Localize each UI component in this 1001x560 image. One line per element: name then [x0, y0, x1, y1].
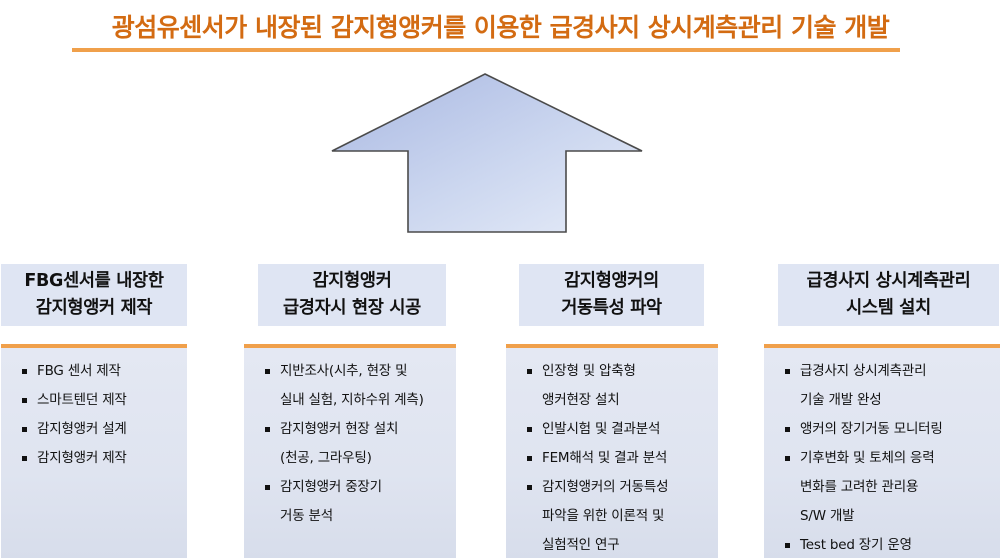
list-item: Test bed 장기 운영 — [764, 531, 1000, 560]
list-item: 기후변화 및 토체의 응력 — [764, 444, 1000, 473]
column-list-2: 지반조사(시추, 현장 및 실내 실험, 지하수위 계측) 감지형앵커 현장 설… — [244, 348, 456, 531]
list-item: 감지형앵커 현장 설치 — [244, 415, 456, 444]
list-item: 앵커현장 설치 — [542, 392, 620, 408]
column-header-3: 감지형앵커의 거동특성 파악 — [519, 264, 704, 326]
list-item: 급경사지 상시계측관리 — [764, 357, 1000, 386]
column-header-line: 급경사지 상시계측관리 — [806, 271, 971, 291]
column-header-line: 시스템 설치 — [846, 298, 931, 318]
list-item: 인발시험 및 결과분석 — [506, 415, 718, 444]
list-item: FEM해석 및 결과 분석 — [506, 444, 718, 473]
list-item: FBG 센서 제작 — [1, 357, 187, 386]
list-item: (천공, 그라우팅) — [280, 450, 372, 466]
column-box-1: FBG 센서 제작 스마트텐던 제작 감지형앵커 설계 감지형앵커 제작 — [1, 344, 187, 558]
list-item: S/W 개발 — [800, 508, 855, 524]
list-item: 인장형 및 압축형 — [506, 357, 718, 386]
list-item: 감지형앵커 제작 — [1, 444, 187, 473]
list-item: 감지형앵커 설계 — [1, 415, 187, 444]
column-header-line: 급경자시 현장 시공 — [283, 298, 421, 318]
list-item: 앵커의 장기거동 모니터링 — [764, 415, 1000, 444]
list-item: 지반조사(시추, 현장 및 — [244, 357, 456, 386]
column-header-line: 감지형앵커 제작 — [35, 298, 153, 318]
column-box-4: 급경사지 상시계측관리 기술 개발 완성 앵커의 장기거동 모니터링 기후변화 … — [764, 344, 1000, 558]
column-list-1: FBG 센서 제작 스마트텐던 제작 감지형앵커 설계 감지형앵커 제작 — [1, 348, 187, 473]
page-title: 광섬유센서가 내장된 감지형앵커를 이용한 급경사지 상시계측관리 기술 개발 — [111, 13, 890, 42]
column-box-3: 인장형 및 압축형 앵커현장 설치 인발시험 및 결과분석 FEM해석 및 결과… — [506, 344, 718, 558]
list-item: 파악을 위한 이론적 및 — [542, 508, 665, 524]
column-header-line: 거동특성 파악 — [561, 298, 662, 318]
list-item: 기술 개발 완성 — [800, 392, 882, 408]
column-header-line: 감지형앵커 — [312, 271, 392, 291]
column-list-3: 인장형 및 압축형 앵커현장 설치 인발시험 및 결과분석 FEM해석 및 결과… — [506, 348, 718, 560]
column-header-line: FBG센서를 내장한 — [24, 271, 164, 291]
list-item: 거동 분석 — [280, 508, 333, 524]
column-header-1: FBG센서를 내장한 감지형앵커 제작 — [1, 264, 187, 326]
column-header-line: 감지형앵커의 — [564, 271, 659, 291]
list-item: 감지형앵커 중장기 — [244, 473, 456, 502]
list-item: 변화를 고려한 관리용 — [800, 479, 919, 495]
title-underline — [72, 48, 900, 52]
list-item: 감지형앵커의 거동특성 — [506, 473, 718, 502]
column-list-4: 급경사지 상시계측관리 기술 개발 완성 앵커의 장기거동 모니터링 기후변화 … — [764, 348, 1000, 560]
list-item: 스마트텐던 제작 — [1, 386, 187, 415]
up-arrow — [331, 73, 643, 233]
list-item: 실험적인 연구 — [542, 537, 620, 553]
column-header-4: 급경사지 상시계측관리 시스템 설치 — [778, 264, 999, 326]
column-header-2: 감지형앵커 급경자시 현장 시공 — [258, 264, 446, 326]
list-item: 실내 실험, 지하수위 계측) — [280, 392, 424, 408]
column-box-2: 지반조사(시추, 현장 및 실내 실험, 지하수위 계측) 감지형앵커 현장 설… — [244, 344, 456, 558]
